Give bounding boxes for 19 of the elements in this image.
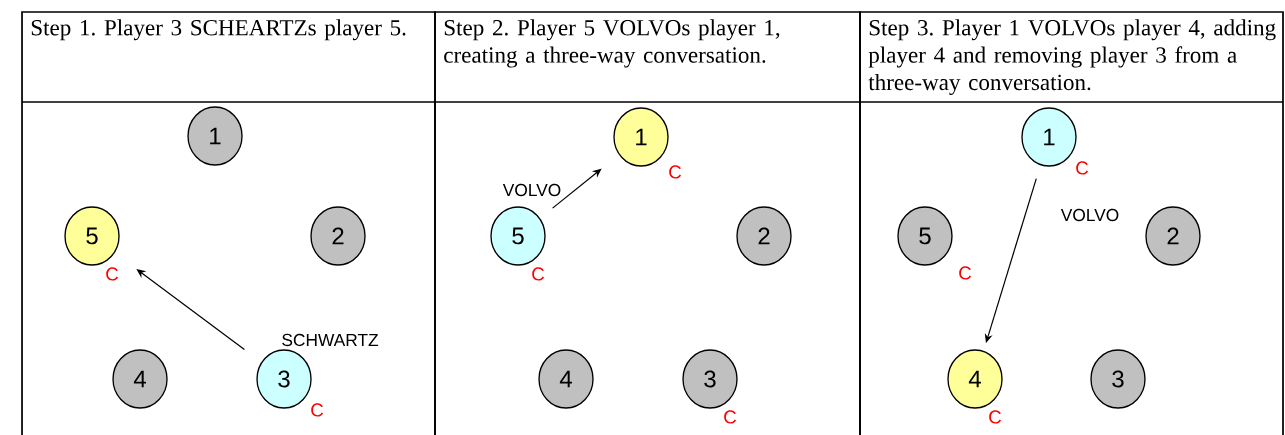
marker-letter: C — [106, 267, 119, 281]
panel — [434, 11, 861, 435]
arrow — [136, 269, 245, 351]
marker-letter: C — [669, 165, 682, 179]
edge-label: SCHWARTZ — [280, 332, 380, 348]
header-text: Step 1. Player 3 SCHEARTZs player 5. — [31, 19, 406, 41]
arrow — [552, 168, 602, 209]
marker-letter: C — [724, 410, 737, 424]
marker-letter: C — [532, 267, 545, 281]
marker-letter: C — [959, 266, 972, 280]
panel — [21, 11, 436, 435]
marker-letter: C — [989, 410, 1002, 424]
panel — [859, 11, 1284, 435]
marker-letter: C — [311, 403, 324, 417]
header-text: Step 3. Player 1 VOLVOs player 4, adding player 4 and removing player 3 from a three-way conversation. — [868, 19, 1276, 95]
marker-letter: C — [1076, 161, 1089, 175]
edge-label: VOLVO — [501, 182, 563, 198]
edge-label: VOLVO — [1059, 207, 1121, 223]
header-text: Step 2. Player 5 VOLVOs player 1, creating a three-way conversation. — [444, 19, 780, 68]
